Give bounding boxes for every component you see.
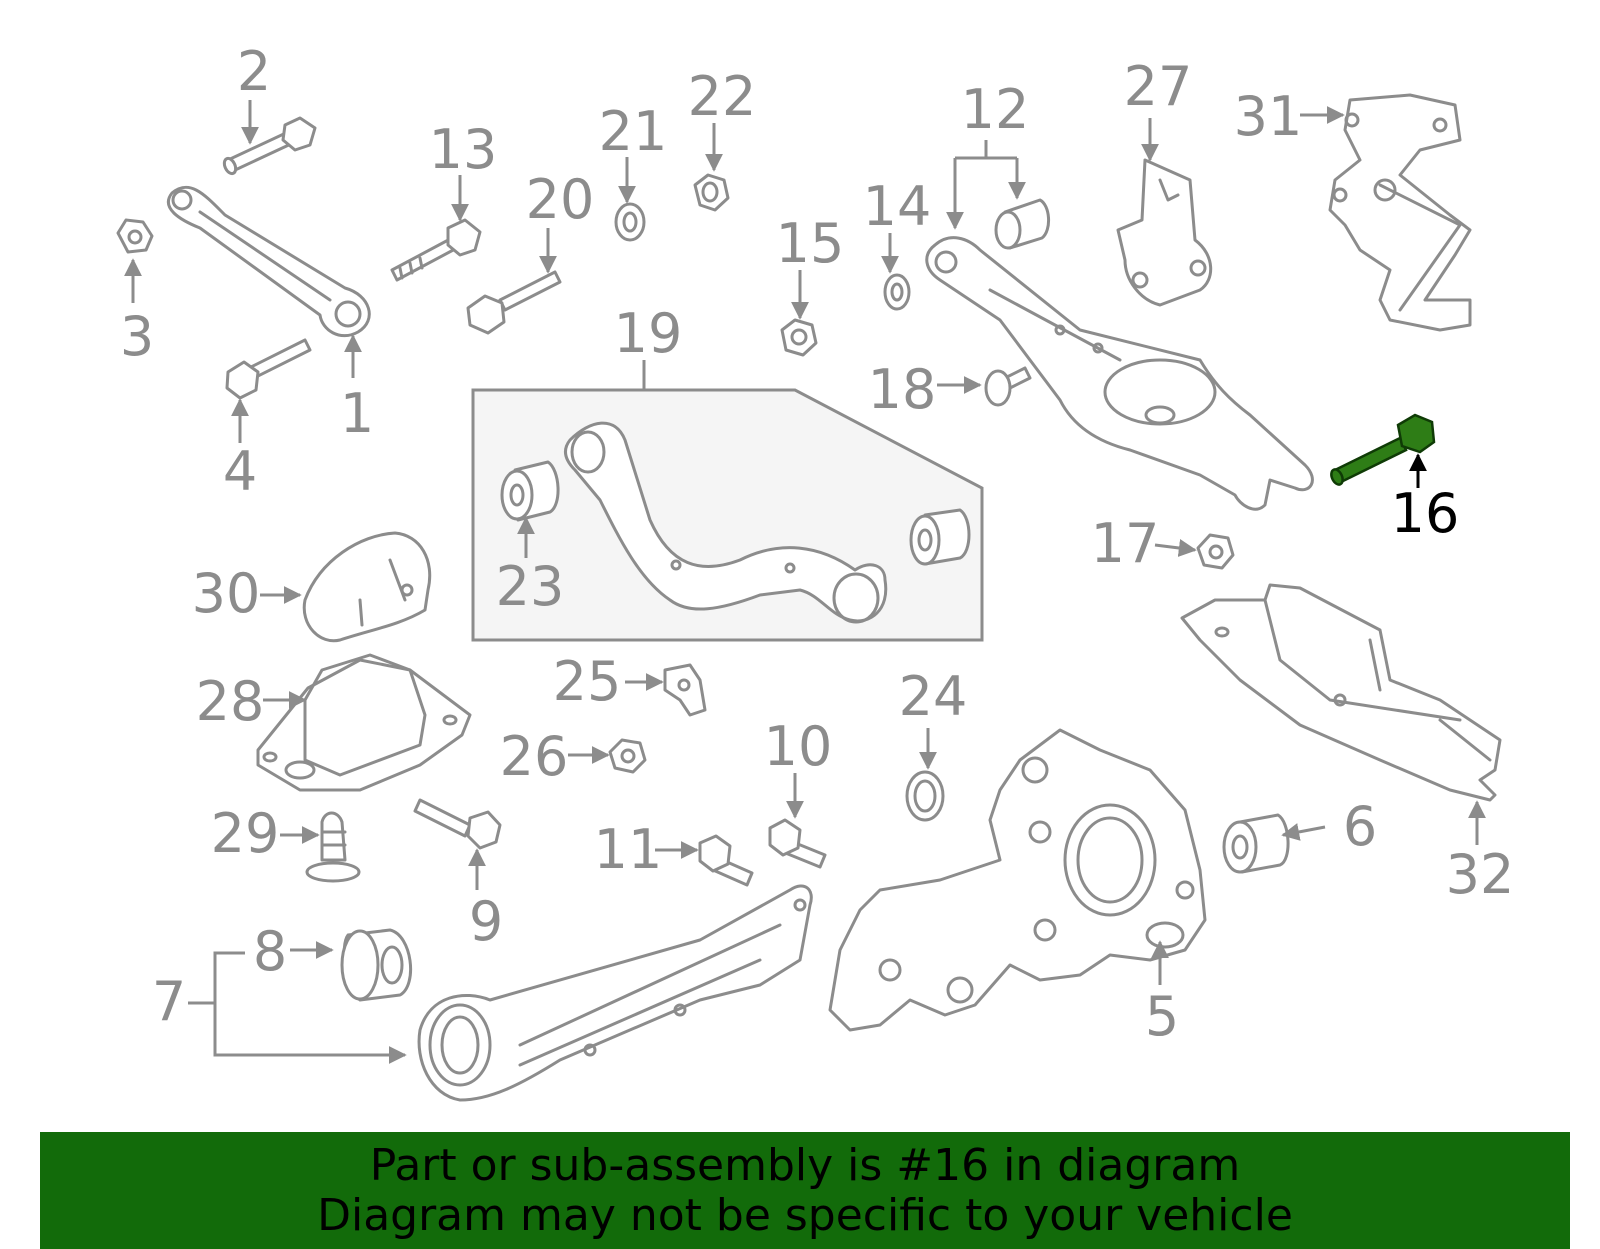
callout-1: 1	[340, 382, 374, 445]
callout-2: 2	[237, 40, 271, 103]
callout-12: 12	[961, 78, 1030, 141]
callout-7: 7	[152, 970, 186, 1033]
part-10-bolt	[768, 818, 827, 869]
part-6-bushing	[1222, 813, 1290, 874]
callout-29: 29	[211, 802, 280, 865]
callout-11: 11	[594, 818, 663, 881]
part-14-washer	[883, 273, 911, 311]
callout-13: 13	[429, 118, 498, 181]
callout-31: 31	[1234, 85, 1303, 148]
callout-9: 9	[469, 890, 503, 953]
part-19-box	[471, 388, 984, 642]
callout-22: 22	[688, 65, 757, 128]
callout-4: 4	[223, 440, 257, 503]
part-26-nut	[608, 738, 647, 774]
part-17-nut	[1196, 533, 1235, 570]
part-24-washer	[905, 770, 945, 822]
callout-16: 16	[1391, 482, 1460, 545]
part-13-bolt	[390, 218, 482, 282]
part-9-bolt	[413, 798, 502, 850]
callout-17: 17	[1091, 512, 1160, 575]
part-31-bracket-assembly	[1328, 93, 1472, 332]
callout-10: 10	[764, 715, 833, 778]
part-16-bolt	[1330, 413, 1436, 486]
part-1-link-arm	[166, 185, 371, 338]
banner-line-disclaimer: Diagram may not be specific to your vehi…	[317, 1190, 1293, 1241]
callout-28: 28	[196, 670, 265, 733]
info-banner: Part or sub-assembly is #16 in diagram D…	[40, 1132, 1570, 1249]
callout-14: 14	[863, 175, 932, 238]
banner-line-part-number: Part or sub-assembly is #16 in diagram	[369, 1140, 1241, 1191]
part-2-bolt	[222, 116, 317, 176]
part-30-mount	[302, 531, 432, 643]
part-4-bolt	[225, 338, 312, 400]
leader-lines	[124, 100, 1486, 1064]
part-29-clip	[305, 811, 361, 883]
callout-5: 5	[1145, 985, 1179, 1048]
callout-6: 6	[1343, 795, 1377, 858]
callout-8: 8	[253, 920, 287, 983]
callout-27: 27	[1124, 55, 1193, 118]
part-11-bolt	[698, 834, 754, 887]
part-20-bolt	[466, 270, 562, 335]
callout-23: 23	[496, 555, 565, 618]
part-28-mount	[256, 653, 472, 792]
callout-labels: 1 2 3 4 5 6 7 8 9 10 11 12 13 14 15 16 1…	[120, 40, 1515, 1048]
part-15-nut	[780, 318, 818, 357]
part-5-knuckle	[828, 728, 1207, 1032]
part-22-nut	[693, 173, 730, 212]
part-12-bushing	[994, 198, 1050, 250]
part-3-nut	[116, 218, 154, 254]
part-25-clip	[663, 663, 707, 717]
part-18-bolt	[984, 366, 1032, 407]
part-21-washer	[614, 202, 646, 242]
callout-26: 26	[500, 725, 569, 788]
callout-20: 20	[526, 168, 595, 231]
callout-3: 3	[120, 305, 154, 368]
callout-19: 19	[614, 302, 683, 365]
part-27-bracket	[1116, 158, 1213, 307]
part-8-bushing	[340, 928, 413, 1002]
callout-21: 21	[599, 100, 668, 163]
part-12-control-arm	[925, 236, 1314, 511]
part-7-trailing-arm	[417, 884, 813, 1102]
callout-24: 24	[899, 665, 968, 728]
callout-18: 18	[868, 358, 937, 421]
callout-15: 15	[776, 212, 845, 275]
callout-30: 30	[192, 562, 261, 625]
callout-25: 25	[553, 650, 622, 713]
callout-32: 32	[1446, 843, 1515, 906]
part-32-shield	[1180, 583, 1502, 802]
